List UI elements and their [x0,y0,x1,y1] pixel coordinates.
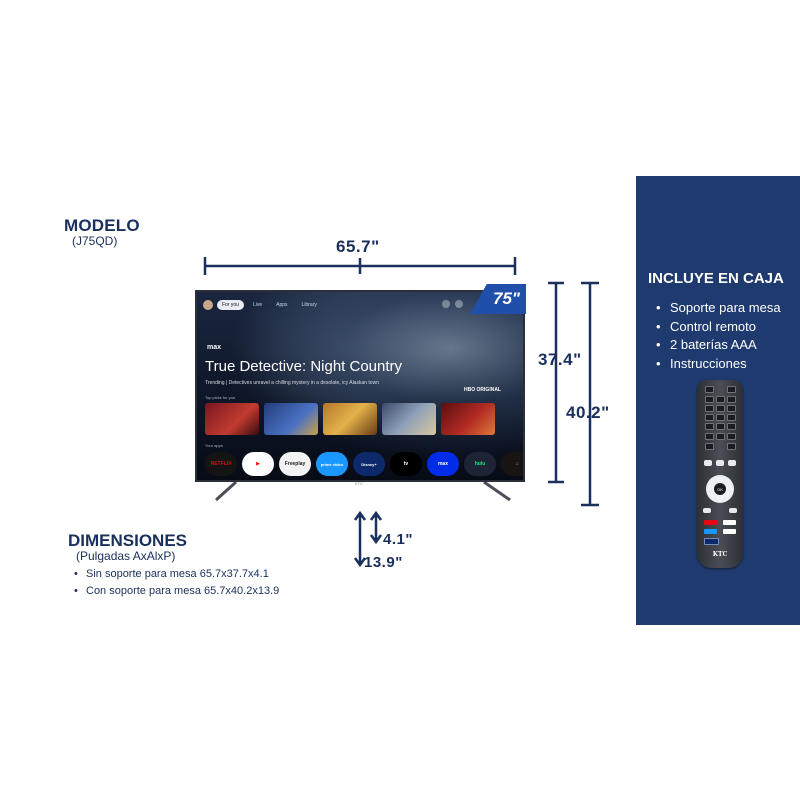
remote-key [716,405,725,412]
remote-key [705,405,714,412]
remote-youtube-key [723,520,736,525]
tv-hero-image [197,292,523,480]
tv-tab-apps: Apps [276,302,288,308]
remote-power-key [705,386,714,393]
dimensions-list: Sin soporte para mesa 65.7x37.7x4.1 Con … [74,566,279,600]
tv-card-row [205,403,495,435]
tv-app-apple-tv: tv [390,452,422,476]
tv-app-youtube: ▶ [242,452,274,476]
remote-key [705,423,714,430]
remote-key [716,460,724,466]
remote-key [727,405,736,412]
tv-tab-library: Library [301,302,317,308]
dimensions-units: (Pulgadas AxAlxP) [76,549,176,563]
remote-key [704,460,712,466]
tv-settings-icon [455,300,463,308]
dimensions-item: Con soporte para mesa 65.7x40.2x13.9 [74,583,279,600]
height-dimension: 37.4" [538,350,582,369]
remote-key [705,443,714,450]
remote-key [727,396,736,403]
remote-key [716,396,725,403]
remote-disney-key [704,538,719,545]
model-code: (J75QD) [72,234,118,248]
tv-card [441,403,495,435]
remote-key [716,423,725,430]
tv-card [205,403,259,435]
tv-brand-logo: max [207,344,222,351]
dimensions-title: DIMENSIONES [68,531,188,550]
remote-key [727,386,736,393]
remote-app-key [723,529,736,534]
tv-avatar [203,300,213,310]
remote-key [716,433,725,440]
remote-key [728,460,736,466]
tv-app-hulu: hulu [464,452,496,476]
remote-key [727,433,736,440]
width-dimension: 65.7" [336,237,380,256]
remote-key [727,423,736,430]
tv-screen: For you Live Apps Library max True Detec… [195,290,525,482]
tv-brand-plate: KTC [355,481,363,486]
remote-key [729,508,737,513]
remote-brand-logo: KTC [712,551,728,558]
depth-dimension: 4.1" [383,531,413,548]
remote-key [705,414,714,421]
tv-app-freeplay: Freeplay [279,452,311,476]
tv-card [323,403,377,435]
tv-tab-live: Live [252,302,263,308]
box-contents-item: Control remoto [656,318,781,337]
remote-netflix-key [704,520,717,525]
dimensions-item: Sin soporte para mesa 65.7x37.7x4.1 [74,566,279,583]
box-contents-list: Soporte para mesa Control remoto 2 bater… [656,299,781,373]
remote-key [703,508,711,513]
remote-key [727,414,736,421]
tv-app-max: max [427,452,459,476]
remote-control-image: OK KTC [697,380,743,568]
box-contents-item: 2 baterías AAA [656,336,781,355]
tv-card [264,403,318,435]
height-with-stand-dimension: 40.2" [566,403,610,422]
tv-app-netflix: NETFLIX [205,452,237,476]
tv-search-icon [442,300,450,308]
tv-card [382,403,436,435]
tv-top-icons [442,300,463,308]
tv-tab-for-you: For you [217,300,244,310]
remote-key [705,433,714,440]
tv-show-subtitle: Trending | Detectives unravel a chilling… [205,380,379,386]
box-contents-item: Instrucciones [656,355,781,374]
remote-key [727,443,736,450]
tv-row-label: Your apps [205,443,223,448]
tv-row-label: Top picks for you [205,395,236,400]
box-contents-title: INCLUYE EN CAJA [648,270,784,287]
remote-key [705,396,714,403]
size-badge-label: 75" [493,289,520,308]
tv-app-prime-video: prime video [316,452,348,476]
tv-app-row: NETFLIX ▶ Freeplay prime video Disney+ t… [205,452,523,476]
remote-prime-key [704,529,717,534]
tv-network-logo: HBO ORIGINAL [464,387,501,393]
remote-key [716,414,725,421]
model-label: MODELO [64,216,140,235]
tv-app-disney: Disney+ [353,452,385,476]
tv-app-spotify: ♫ [501,452,523,476]
tv-nav-bar: For you Live Apps Library [203,300,322,310]
tv-show-title: True Detective: Night Country [205,358,403,375]
depth-with-stand-dimension: 13.9" [364,554,403,571]
box-contents-item: Soporte para mesa [656,299,781,318]
remote-ok-key: OK [714,483,726,495]
